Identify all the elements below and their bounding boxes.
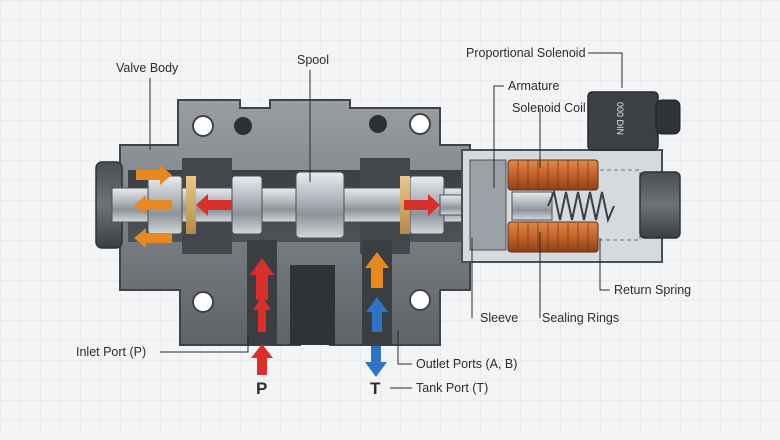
callout-lines [149,52,623,389]
return-spring [547,188,615,224]
bolt-hole [192,291,214,313]
label-valve-body: Valve Body [116,61,179,75]
tank-flow-arrow [366,297,388,332]
label-sealing-rings: Sealing Rings [542,311,619,325]
label-port-p: P [256,379,267,398]
labels: Valve Body Spool Proportional Solenoid A… [76,46,691,398]
pressure-flow-arrow [250,258,274,300]
flow-arrows [134,165,440,377]
bolt-hole [192,115,214,137]
sleeve [469,159,507,251]
solenoid-coil-upper [507,159,599,191]
pressure-flow-arrow [253,296,271,332]
pressure-flow-arrow [196,194,232,216]
tank-arrow-t [365,346,387,377]
bolt-hole [409,289,431,311]
proportional-solenoid: 000 DIN [461,91,681,263]
inlet-arrow-p [251,344,273,375]
right-end-cap [639,171,681,239]
label-spool: Spool [297,53,329,67]
connector-plug [655,99,681,135]
label-sleeve: Sleeve [480,311,518,325]
label-solenoid-coil: Solenoid Coil [512,101,586,115]
bolt-hole [369,115,387,133]
label-armature: Armature [508,79,559,93]
label-tank-port: Tank Port (T) [416,381,488,395]
bolt-hole [234,117,252,135]
center-cavity [290,265,335,345]
solenoid-coil-lower [507,221,599,253]
outlet-flow-arrow [134,195,172,215]
label-proportional-solenoid: Proportional Solenoid [466,46,586,60]
magnetic-path [600,169,641,241]
spool-land [295,171,345,239]
label-return-spring: Return Spring [614,283,691,297]
label-inlet-port: Inlet Port (P) [76,345,146,359]
outlet-flow-arrow [134,228,172,248]
outlet-flow-arrow [136,165,172,185]
label-outlet-ports: Outlet Ports (A, B) [416,357,517,371]
coil-windings [517,161,589,251]
solenoid-plate-text: 000 DIN [615,102,625,135]
pressure-flow-arrow [404,194,440,216]
spool-land [231,175,263,235]
outlet-flow-arrow [365,252,389,288]
bolt-hole [409,113,431,135]
label-port-t: T [370,379,381,398]
seal [186,176,196,234]
armature [511,191,553,221]
